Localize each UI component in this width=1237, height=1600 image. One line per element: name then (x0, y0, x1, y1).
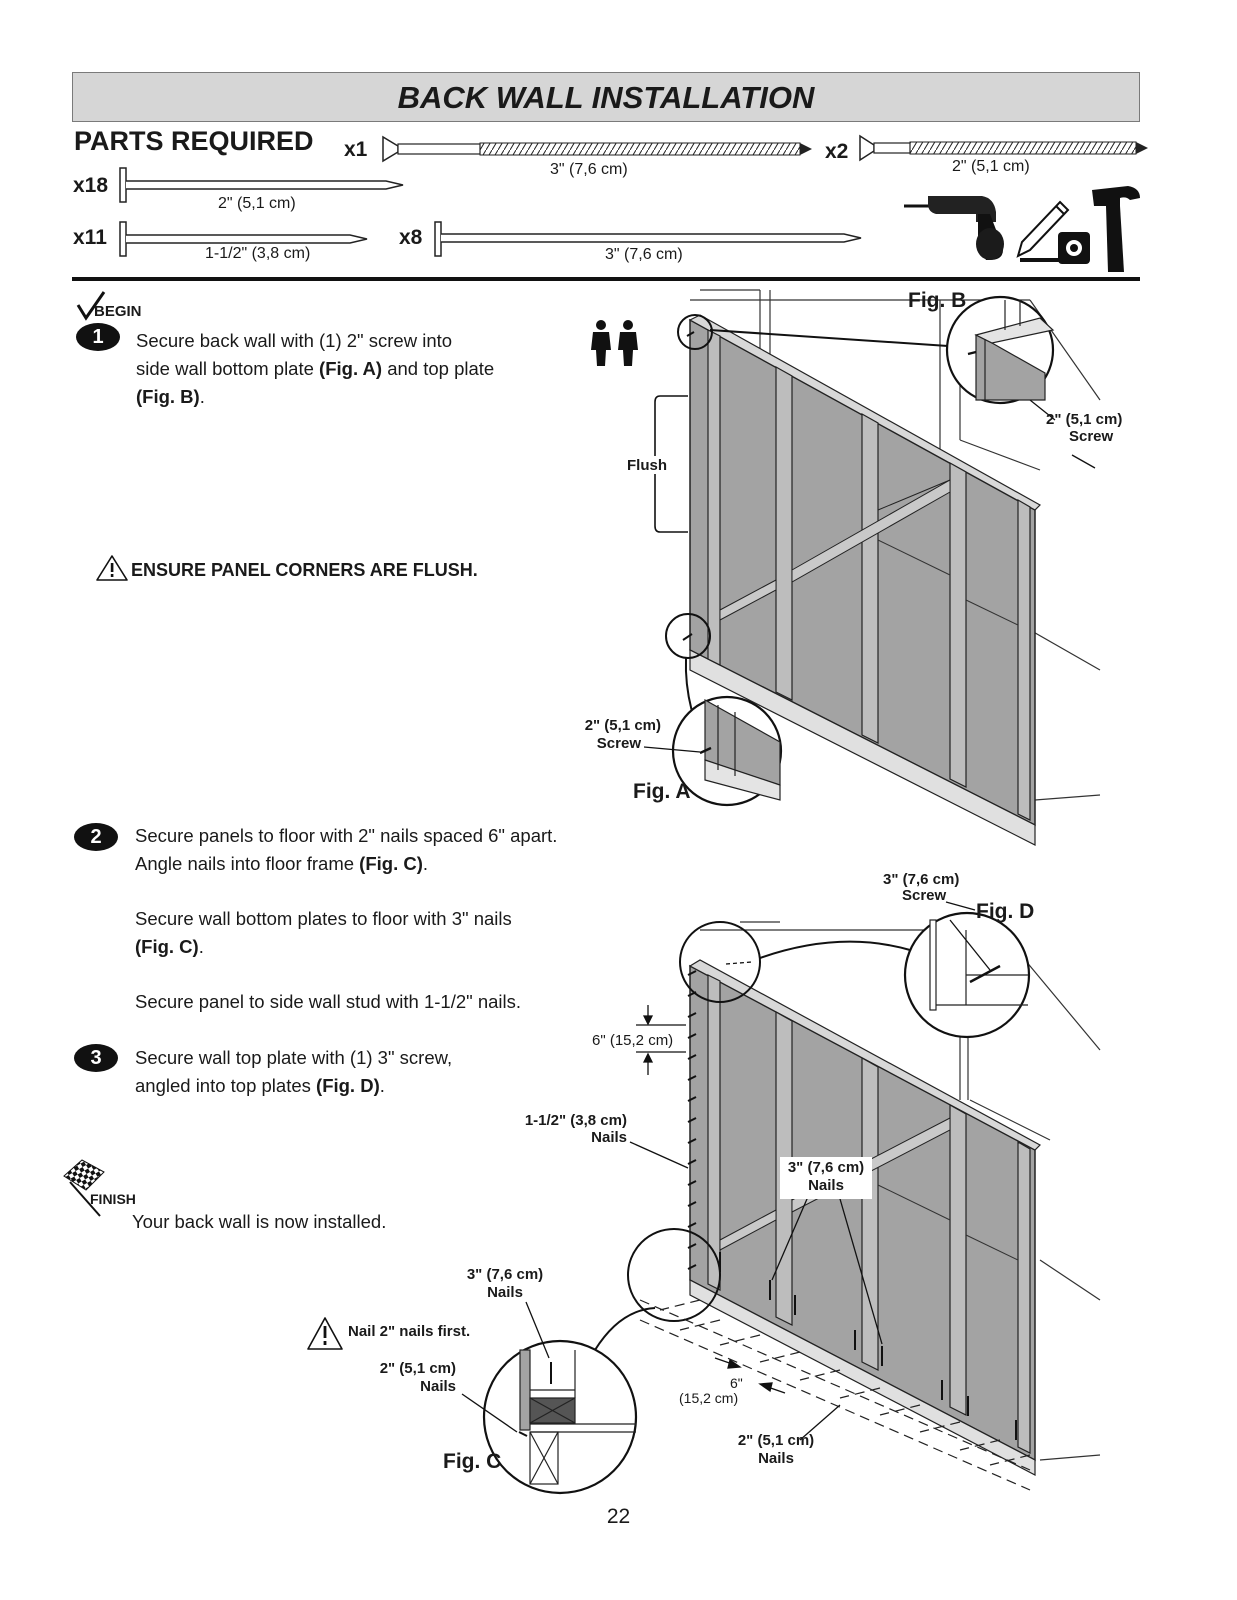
nail-2in-icon (119, 167, 404, 203)
fig-c-label: Fig. C (443, 1450, 502, 1473)
side-nail-marks (687, 970, 697, 1270)
size-nail-1-5in: 1-1/2" (3,8 cm) (205, 245, 311, 262)
step-1-line-1: Secure back wall with (1) 2" screw into (136, 330, 453, 351)
fig-c-3in-nails-label: 3" (7,6 cm) Nails (466, 1266, 544, 1301)
side-nails-label: Nails (591, 1129, 627, 1146)
size-nail-2in: 2" (5,1 cm) (218, 195, 296, 212)
step-2-line-1: Secure panels to floor with 2" nails spa… (135, 825, 558, 846)
qty-screw-3in: x1 (344, 138, 368, 161)
fig-b-screw-label: Screw (1069, 428, 1114, 445)
side-nail-spacing: 6" (15,2 cm) (592, 1032, 674, 1049)
hammer-icon (1092, 186, 1140, 272)
step-2-text: Secure panels to floor with 2" nails spa… (135, 822, 605, 1016)
parts-required-heading: PARTS REQUIRED (74, 126, 314, 156)
fig-d-screw-size: 3" (7,6 cm) (883, 871, 960, 888)
nail-1-5in-icon (119, 221, 368, 257)
tape-measure-icon (1020, 232, 1090, 264)
size-screw-2in: 2" (5,1 cm) (952, 158, 1030, 175)
header-divider (72, 277, 1140, 281)
screw-3in-icon (382, 135, 812, 163)
step-1-badge: 1 (76, 323, 120, 351)
step-2-badge: 2 (74, 823, 118, 851)
fig-d-screw-label: Screw (902, 887, 947, 904)
step-3-text: Secure wall top plate with (1) 3" screw,… (135, 1044, 605, 1100)
fig-b-screw-size: 2" (5,1 cm) (1046, 411, 1123, 428)
finish-label: FINISH (90, 1191, 136, 1207)
step-3-badge: 3 (74, 1044, 118, 1072)
finish-text: Your back wall is now installed. (132, 1211, 387, 1232)
step-3-line-2: angled into top plates (Fig. D). (135, 1075, 385, 1096)
qty-screw-2in: x2 (825, 140, 849, 163)
warning-flush: ENSURE PANEL CORNERS ARE FLUSH. (131, 560, 478, 580)
begin-label: BEGIN (94, 303, 142, 320)
floor-spacing-cm: (15,2 cm) (679, 1390, 739, 1406)
step-2-line-2: Angle nails into floor frame (Fig. C). (135, 853, 429, 874)
page-title: BACK WALL INSTALLATION (72, 72, 1140, 122)
step-1-line-2: side wall bottom plate (Fig. A) and top … (136, 358, 495, 379)
fig-a-screw-size: 2" (5,1 cm) (584, 717, 661, 734)
fig-b-label: Fig. B (908, 289, 967, 312)
qty-nail-3in: x8 (399, 226, 423, 249)
size-screw-3in: 3" (7,6 cm) (550, 161, 628, 178)
warning-nail-first: Nail 2" nails first. (348, 1323, 471, 1340)
center-3in-nails-label: 3" (7,6 cm) Nails (780, 1157, 872, 1199)
step-2-line-4: (Fig. C). (135, 936, 204, 957)
step-1-text: Secure back wall with (1) 2" screw into … (136, 327, 576, 411)
two-people-icon (591, 320, 638, 366)
fig-a-label: Fig. A (633, 780, 691, 803)
fig-c-2in-nails-label: 2" (5,1 cm) Nails (379, 1360, 456, 1395)
step-2-line-5: Secure panel to side wall stud with 1-1/… (135, 991, 522, 1012)
qty-nail-1-5in: x11 (73, 226, 107, 249)
drill-icon (904, 196, 1004, 260)
nail-3in-icon (434, 221, 862, 257)
step-1-line-3: (Fig. B). (136, 386, 205, 407)
floor-2in-nails-label: 2" (5,1 cm) Nails (737, 1432, 815, 1467)
step-2-line-3: Secure wall bottom plates to floor with … (135, 908, 512, 929)
flush-label: Flush (627, 457, 667, 474)
pencil-icon (1016, 200, 1070, 258)
step-3-line-1: Secure wall top plate with (1) 3" screw, (135, 1047, 453, 1068)
size-nail-3in: 3" (7,6 cm) (605, 246, 683, 263)
side-nails-size: 1-1/2" (3,8 cm) (524, 1112, 627, 1129)
floor-spacing-in: 6" (730, 1375, 743, 1391)
fig-a-screw-label: Screw (596, 735, 641, 752)
page-number: 22 (606, 1505, 631, 1528)
fig-d-label: Fig. D (976, 900, 1035, 923)
qty-nail-2in: x18 (73, 174, 109, 197)
screw-2in-icon (859, 134, 1148, 162)
